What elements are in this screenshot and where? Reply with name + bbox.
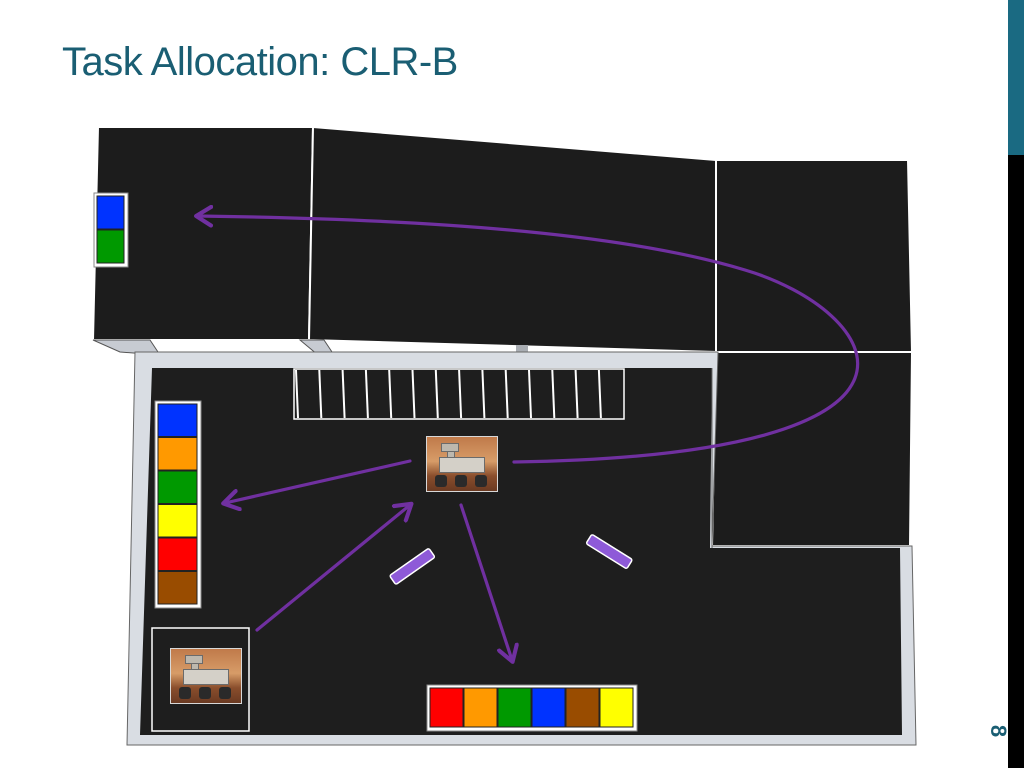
shelf-slat [551,369,556,419]
bin-orange [157,437,198,471]
bin-green [96,229,125,264]
shelf-slat [597,369,602,419]
obstacle-left [389,548,436,585]
shelf-slat [481,369,486,419]
slide-title: Task Allocation: CLR-B [62,40,458,84]
bin-blue [531,687,566,728]
arrow-to-top-left-bins [198,216,860,464]
bin-yellow [157,504,198,538]
bins-top-left [93,192,129,268]
arrow-to-bottom-bins [459,503,512,660]
arrow-to-left-bins [225,459,412,503]
start-rover-image [170,648,242,704]
shelf-slat [318,369,323,419]
bin-orange [463,687,498,728]
arrow-to-center-from-start [255,505,410,632]
bin-red [157,537,198,571]
shelf-slat [364,369,369,419]
bin-red [429,687,464,728]
bin-green [157,470,198,504]
shelf-slat [504,369,509,419]
shelf-slat [411,369,416,419]
shelf-slat [528,369,532,419]
center-rover-image [426,436,498,492]
shelf-slat [388,369,393,419]
bin-brown [565,687,600,728]
accent-bar [1008,0,1024,155]
shelf-slat [574,369,579,419]
bin-brown [157,571,198,605]
shelf-slat [341,369,346,419]
start-area [151,627,250,732]
bins-bottom [426,684,638,732]
main-room [126,351,917,746]
side-bar [1008,155,1024,768]
bins-left [154,400,202,609]
bin-yellow [599,687,634,728]
shelf-slat [295,369,299,419]
shelf-rack [293,368,625,420]
shelf-slat [458,369,463,419]
bin-blue [96,195,125,230]
task-arrows [198,216,860,660]
bin-green [497,687,532,728]
shelf-slat [434,369,439,419]
obstacle-right [586,534,633,569]
bin-blue [157,403,198,437]
obstacles [389,534,633,585]
